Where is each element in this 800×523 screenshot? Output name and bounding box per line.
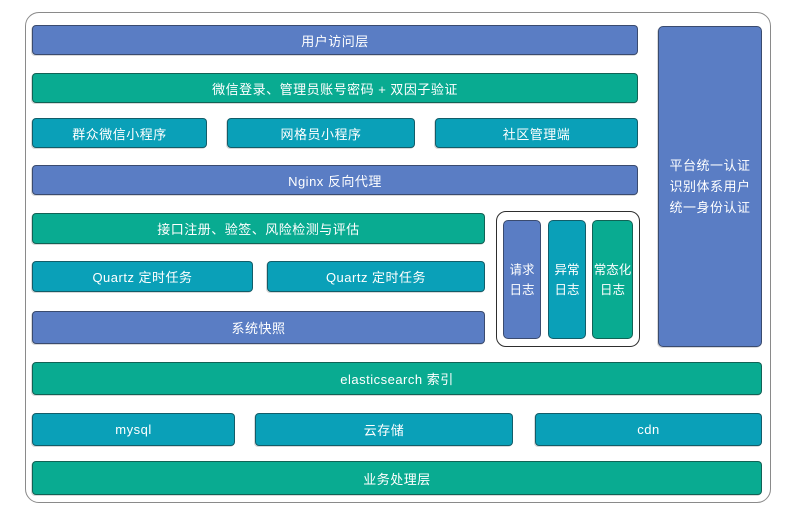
quartz-scheduler-left: Quartz 定时任务 xyxy=(32,261,253,292)
log-group: 请求 日志 异常 日志 常态化 日志 xyxy=(496,211,640,347)
client-grid-worker-miniprogram: 网格员小程序 xyxy=(227,118,415,148)
log-normalized: 常态化 日志 xyxy=(592,220,633,339)
layer-api-gateway: 接口注册、验签、风险检测与评估 xyxy=(32,213,485,244)
platform-unified-auth: 平台统一认证 识别体系用户 统一身份认证 xyxy=(658,26,762,347)
storage-cloud: 云存储 xyxy=(255,413,513,446)
storage-mysql: mysql xyxy=(32,413,235,446)
layer-elasticsearch-index: elasticsearch 索引 xyxy=(32,362,762,395)
layer-system-snapshot: 系统快照 xyxy=(32,311,485,344)
layer-business-processing: 业务处理层 xyxy=(32,461,762,495)
client-community-admin: 社区管理端 xyxy=(435,118,638,148)
storage-cdn: cdn xyxy=(535,413,762,446)
log-request: 请求 日志 xyxy=(503,220,541,339)
client-citizen-miniprogram: 群众微信小程序 xyxy=(32,118,207,148)
layer-user-access: 用户访问层 xyxy=(32,25,638,55)
log-exception: 异常 日志 xyxy=(548,220,586,339)
layer-auth-verification: 微信登录、管理员账号密码 + 双因子验证 xyxy=(32,73,638,103)
quartz-scheduler-right: Quartz 定时任务 xyxy=(267,261,485,292)
layer-nginx-reverse-proxy: Nginx 反向代理 xyxy=(32,165,638,195)
